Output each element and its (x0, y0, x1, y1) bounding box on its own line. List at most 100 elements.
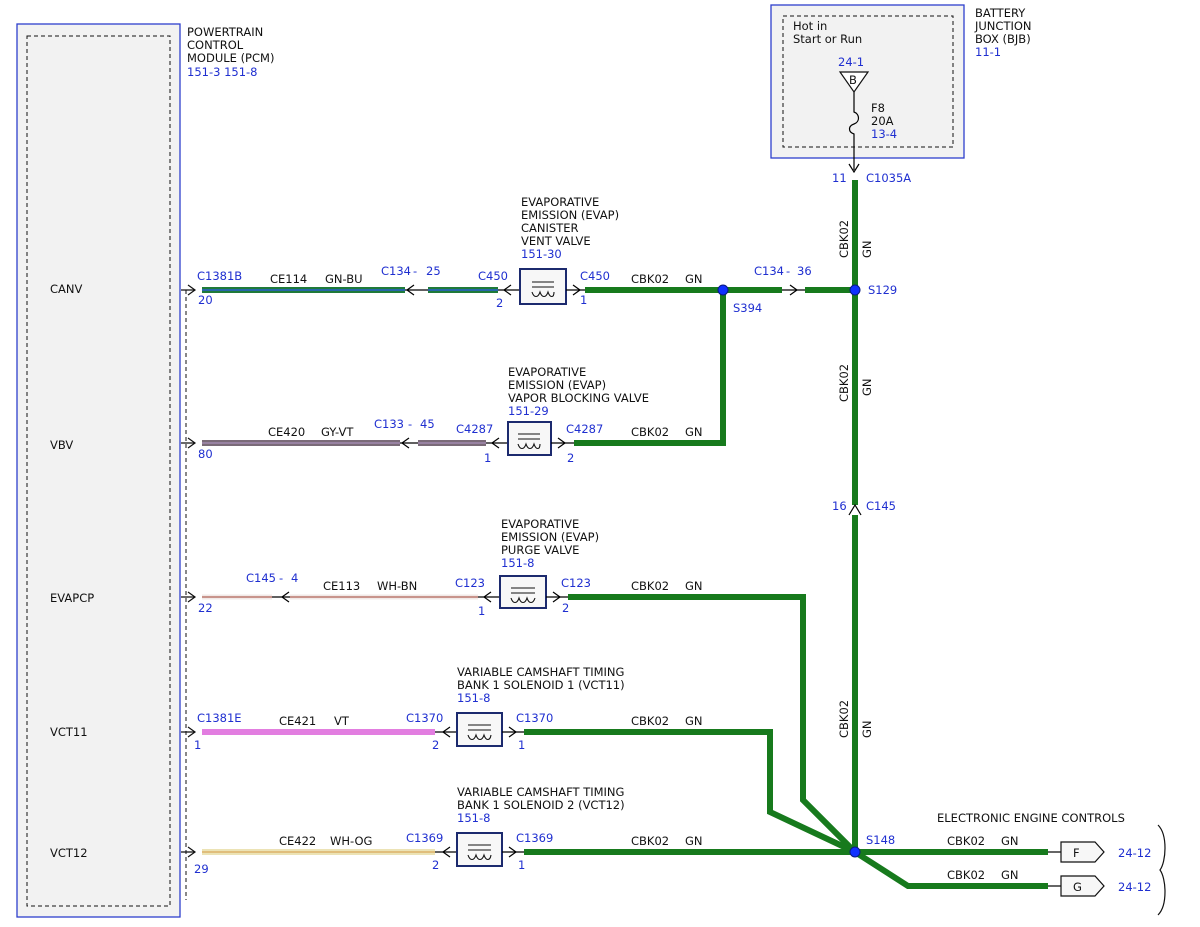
vbv-circuit: CE420 (268, 425, 305, 439)
vbv-pin: 80 (198, 447, 213, 461)
vct11-arrow (441, 726, 451, 738)
splice-s394[interactable] (717, 284, 729, 296)
vapor-blocking-valve[interactable] (507, 421, 552, 456)
wire-cbk02-evap[interactable] (568, 594, 858, 855)
pcm-ref[interactable]: 151-3 151-8 (187, 65, 258, 79)
vct12-arrow (441, 846, 451, 858)
vbv-dev-l2: EMISSION (EVAP) (508, 378, 606, 392)
offpage-g-ref[interactable]: 24-12 (1118, 880, 1151, 894)
vbv-dev-pin-out: 2 (567, 451, 574, 465)
bjb-name-line2: JUNCTION (974, 19, 1032, 33)
eec-g-color: GN (1001, 868, 1019, 882)
evap-dev-conn[interactable]: C123 (455, 576, 485, 590)
pcm-name-line2: CONTROL (187, 38, 244, 52)
bjb-output-arrow (848, 163, 860, 174)
splice-s129[interactable] (849, 284, 861, 296)
wire-cbk02-vbv[interactable] (574, 290, 726, 446)
bjb-hot-line2: Start or Run (793, 32, 862, 46)
vct11-out-circuit: CBK02 (631, 714, 669, 728)
canv-dev-ref[interactable]: 151-30 (521, 247, 562, 261)
vbv-dev-l1: EVAPORATIVE (508, 365, 586, 379)
vct11-out-conn[interactable]: C1370 (516, 711, 553, 725)
evap-dev-l3: PURGE VALVE (501, 543, 579, 557)
vertical-mid-conn[interactable]: C145 (866, 499, 896, 513)
brace-icon (1157, 824, 1166, 916)
fuse-name: F8 (871, 101, 885, 115)
vbv-arrows (400, 437, 500, 449)
pcm-pin-arrows (187, 284, 197, 858)
vct11-conn[interactable]: C1381E (197, 711, 242, 725)
vct11-dev-l1: VARIABLE CAMSHAFT TIMING (457, 665, 624, 679)
vct12-dev-l2: BANK 1 SOLENOID 2 (VCT12) (457, 798, 625, 812)
vct12-solenoid[interactable] (456, 832, 503, 867)
solenoid-icon (467, 724, 492, 741)
vbv-out-conn[interactable]: C4287 (566, 422, 603, 436)
evap-dev-pin-out: 2 (562, 601, 569, 615)
pin-label-vbv: VBV (50, 438, 73, 452)
wire-cbk02-vct11[interactable] (524, 729, 857, 855)
offpage-g-flag[interactable] (1060, 875, 1105, 897)
evap-out-color: GN (685, 579, 703, 593)
bjb-box[interactable] (770, 4, 965, 159)
vertical-mid-pin: 16 (832, 499, 847, 513)
offpage-f-flag[interactable] (1060, 841, 1105, 863)
canv-dev-conn[interactable]: C450 (478, 269, 508, 283)
canv-inline2[interactable]: C134 (754, 264, 784, 278)
evap-out-circuit: CBK02 (631, 579, 669, 593)
canv-inline2-pin: 36 (797, 264, 812, 278)
seg1-circuit: CBK02 (837, 220, 851, 258)
vct11-solenoid[interactable] (456, 712, 503, 747)
pcm-name-line3: MODULE (PCM) (187, 51, 274, 65)
eec-title: ELECTRONIC ENGINE CONTROLS (937, 811, 1125, 825)
evap-out-conn[interactable]: C123 (561, 576, 591, 590)
vct12-pin: 29 (194, 862, 209, 876)
canv-inline[interactable]: C134 (381, 264, 411, 278)
pcm-name-line1: POWERTRAIN (187, 25, 263, 39)
vbv-dev-conn[interactable]: C4287 (456, 422, 493, 436)
canv-inline-dash: - (413, 264, 417, 278)
vct11-dev-ref[interactable]: 151-8 (457, 691, 490, 705)
pin-label-vct12: VCT12 (50, 846, 88, 860)
splice-s394-label: S394 (733, 301, 762, 315)
canister-vent-valve[interactable] (519, 268, 567, 305)
vct12-dev-conn[interactable]: C1369 (406, 831, 443, 845)
pcm-module[interactable] (16, 23, 181, 918)
canv-out-color: GN (685, 272, 703, 286)
splice-s148-label: S148 (866, 833, 895, 847)
evap-inline-dash: - (279, 571, 283, 585)
canv-dev-l1: EVAPORATIVE (521, 195, 599, 209)
seg3-color: GN (860, 720, 874, 738)
vct12-out-color: GN (685, 834, 703, 848)
vertical-top-conn[interactable]: C1035A (866, 171, 911, 185)
bjb-ref[interactable]: 11-1 (975, 45, 1001, 59)
bjb-name-line1: BATTERY (975, 6, 1026, 20)
evap-dev-ref[interactable]: 151-8 (501, 556, 534, 570)
vct12-dev-l1: VARIABLE CAMSHAFT TIMING (457, 785, 624, 799)
wire-cbk02-out-g[interactable] (853, 849, 1048, 889)
vbv-dev-ref[interactable]: 151-29 (508, 404, 549, 418)
eec-f-color: GN (1001, 834, 1019, 848)
bjb-bus-ref[interactable]: 24-1 (838, 55, 864, 69)
seg1-color: GN (860, 240, 874, 258)
vct12-dev-pin-out: 1 (518, 858, 525, 872)
vct12-dev-ref[interactable]: 151-8 (457, 811, 490, 825)
splice-s148[interactable] (849, 846, 861, 858)
vct11-dev-conn[interactable]: C1370 (406, 711, 443, 725)
vbv-inline[interactable]: C133 (374, 417, 404, 431)
evap-inline[interactable]: C145 (246, 571, 276, 585)
canv-out-conn[interactable]: C450 (580, 269, 610, 283)
vct12-out-arrow (508, 846, 518, 858)
vct11-circuit: CE421 (279, 714, 316, 728)
canv-conn[interactable]: C1381B (197, 269, 242, 283)
seg2-color: GN (860, 378, 874, 396)
bjb-name-line3: BOX (BJB) (975, 32, 1031, 46)
vct11-dev-pin-in: 2 (432, 738, 439, 752)
fuse-ref[interactable]: 13-4 (871, 127, 897, 141)
solenoid-icon (467, 844, 492, 861)
vct12-out-conn[interactable]: C1369 (516, 831, 553, 845)
vct11-pin: 1 (194, 738, 201, 752)
offpage-f-letter: F (1073, 846, 1080, 860)
purge-valve[interactable] (499, 575, 547, 609)
pcm-pin-stubs (181, 289, 195, 853)
offpage-f-ref[interactable]: 24-12 (1118, 846, 1151, 860)
